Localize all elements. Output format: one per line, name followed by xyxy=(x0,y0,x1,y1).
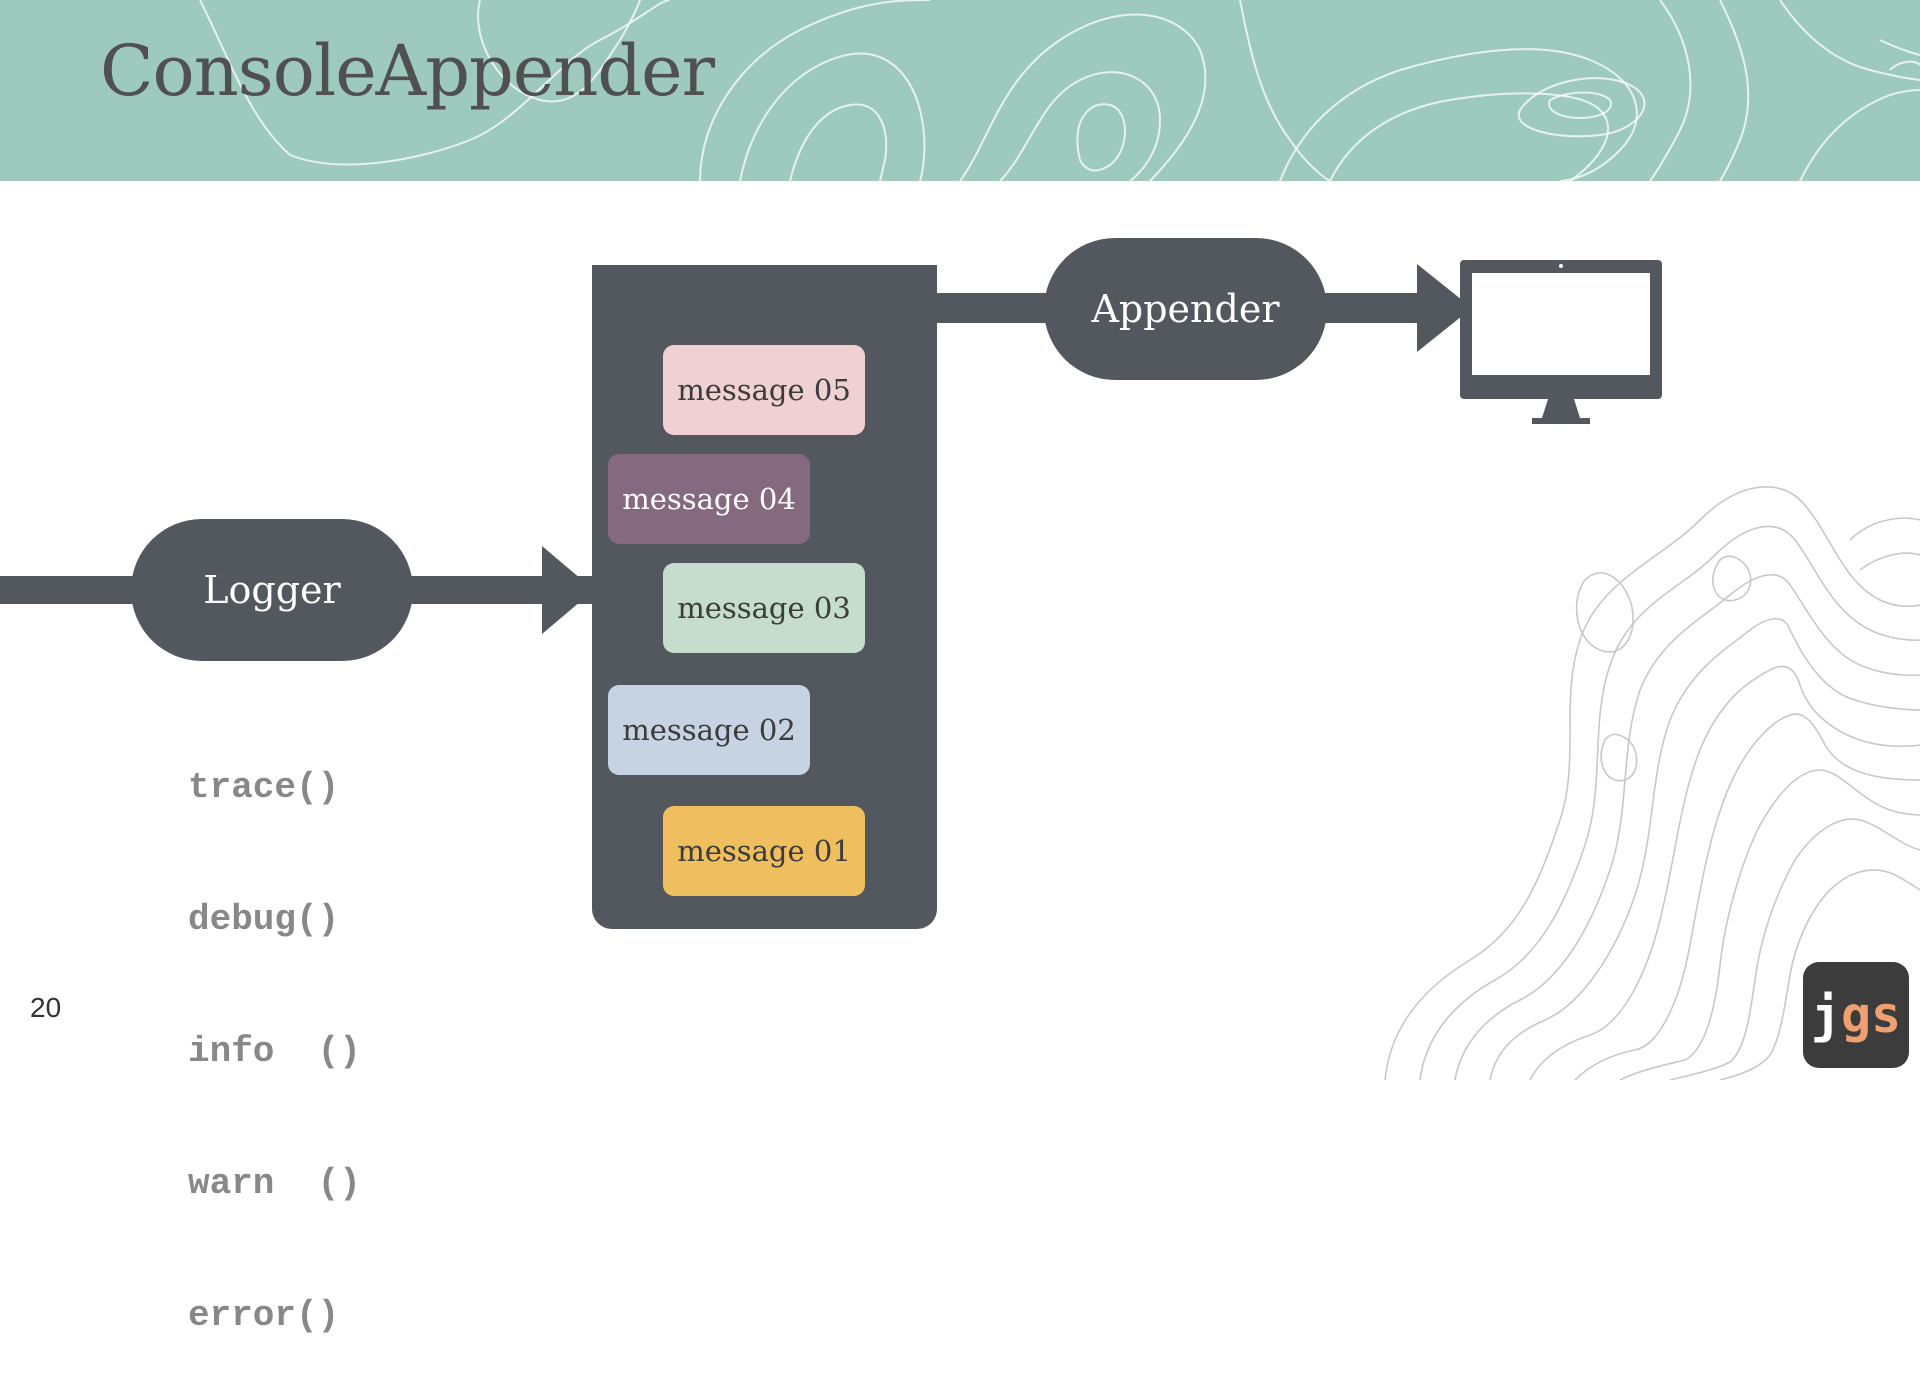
slide-title: ConsoleAppender xyxy=(100,30,715,112)
message-05: message 05 xyxy=(663,345,865,435)
method-error: error() xyxy=(188,1295,340,1336)
logo-gs: gs xyxy=(1840,986,1902,1044)
message-queue: message 05 message 04 message 03 message… xyxy=(592,265,937,929)
page-number: 20 xyxy=(30,992,62,1023)
message-02: message 02 xyxy=(608,685,810,775)
topographic-decoration xyxy=(1384,486,1920,1080)
message-03: message 03 xyxy=(663,563,865,653)
message-04: message 04 xyxy=(608,454,810,544)
method-trace: trace() xyxy=(188,767,340,808)
appender-node: Appender xyxy=(1044,238,1327,380)
message-01: message 01 xyxy=(663,806,865,896)
appender-label: Appender xyxy=(1091,287,1280,331)
logger-methods: trace() debug() info () warn () error() xyxy=(188,678,361,1382)
monitor-icon xyxy=(1460,260,1662,424)
logo-j: j xyxy=(1810,986,1841,1044)
method-warn: warn () xyxy=(188,1163,361,1204)
logger-label: Logger xyxy=(203,568,341,612)
logger-arrow-head xyxy=(542,546,594,634)
method-info: info () xyxy=(188,1031,361,1072)
appender-arrow-head xyxy=(1417,264,1472,352)
header-banner: ConsoleAppender xyxy=(0,0,1920,181)
logger-node: Logger xyxy=(131,519,413,661)
method-debug: debug() xyxy=(188,899,340,940)
topographic-pattern xyxy=(199,0,1920,181)
